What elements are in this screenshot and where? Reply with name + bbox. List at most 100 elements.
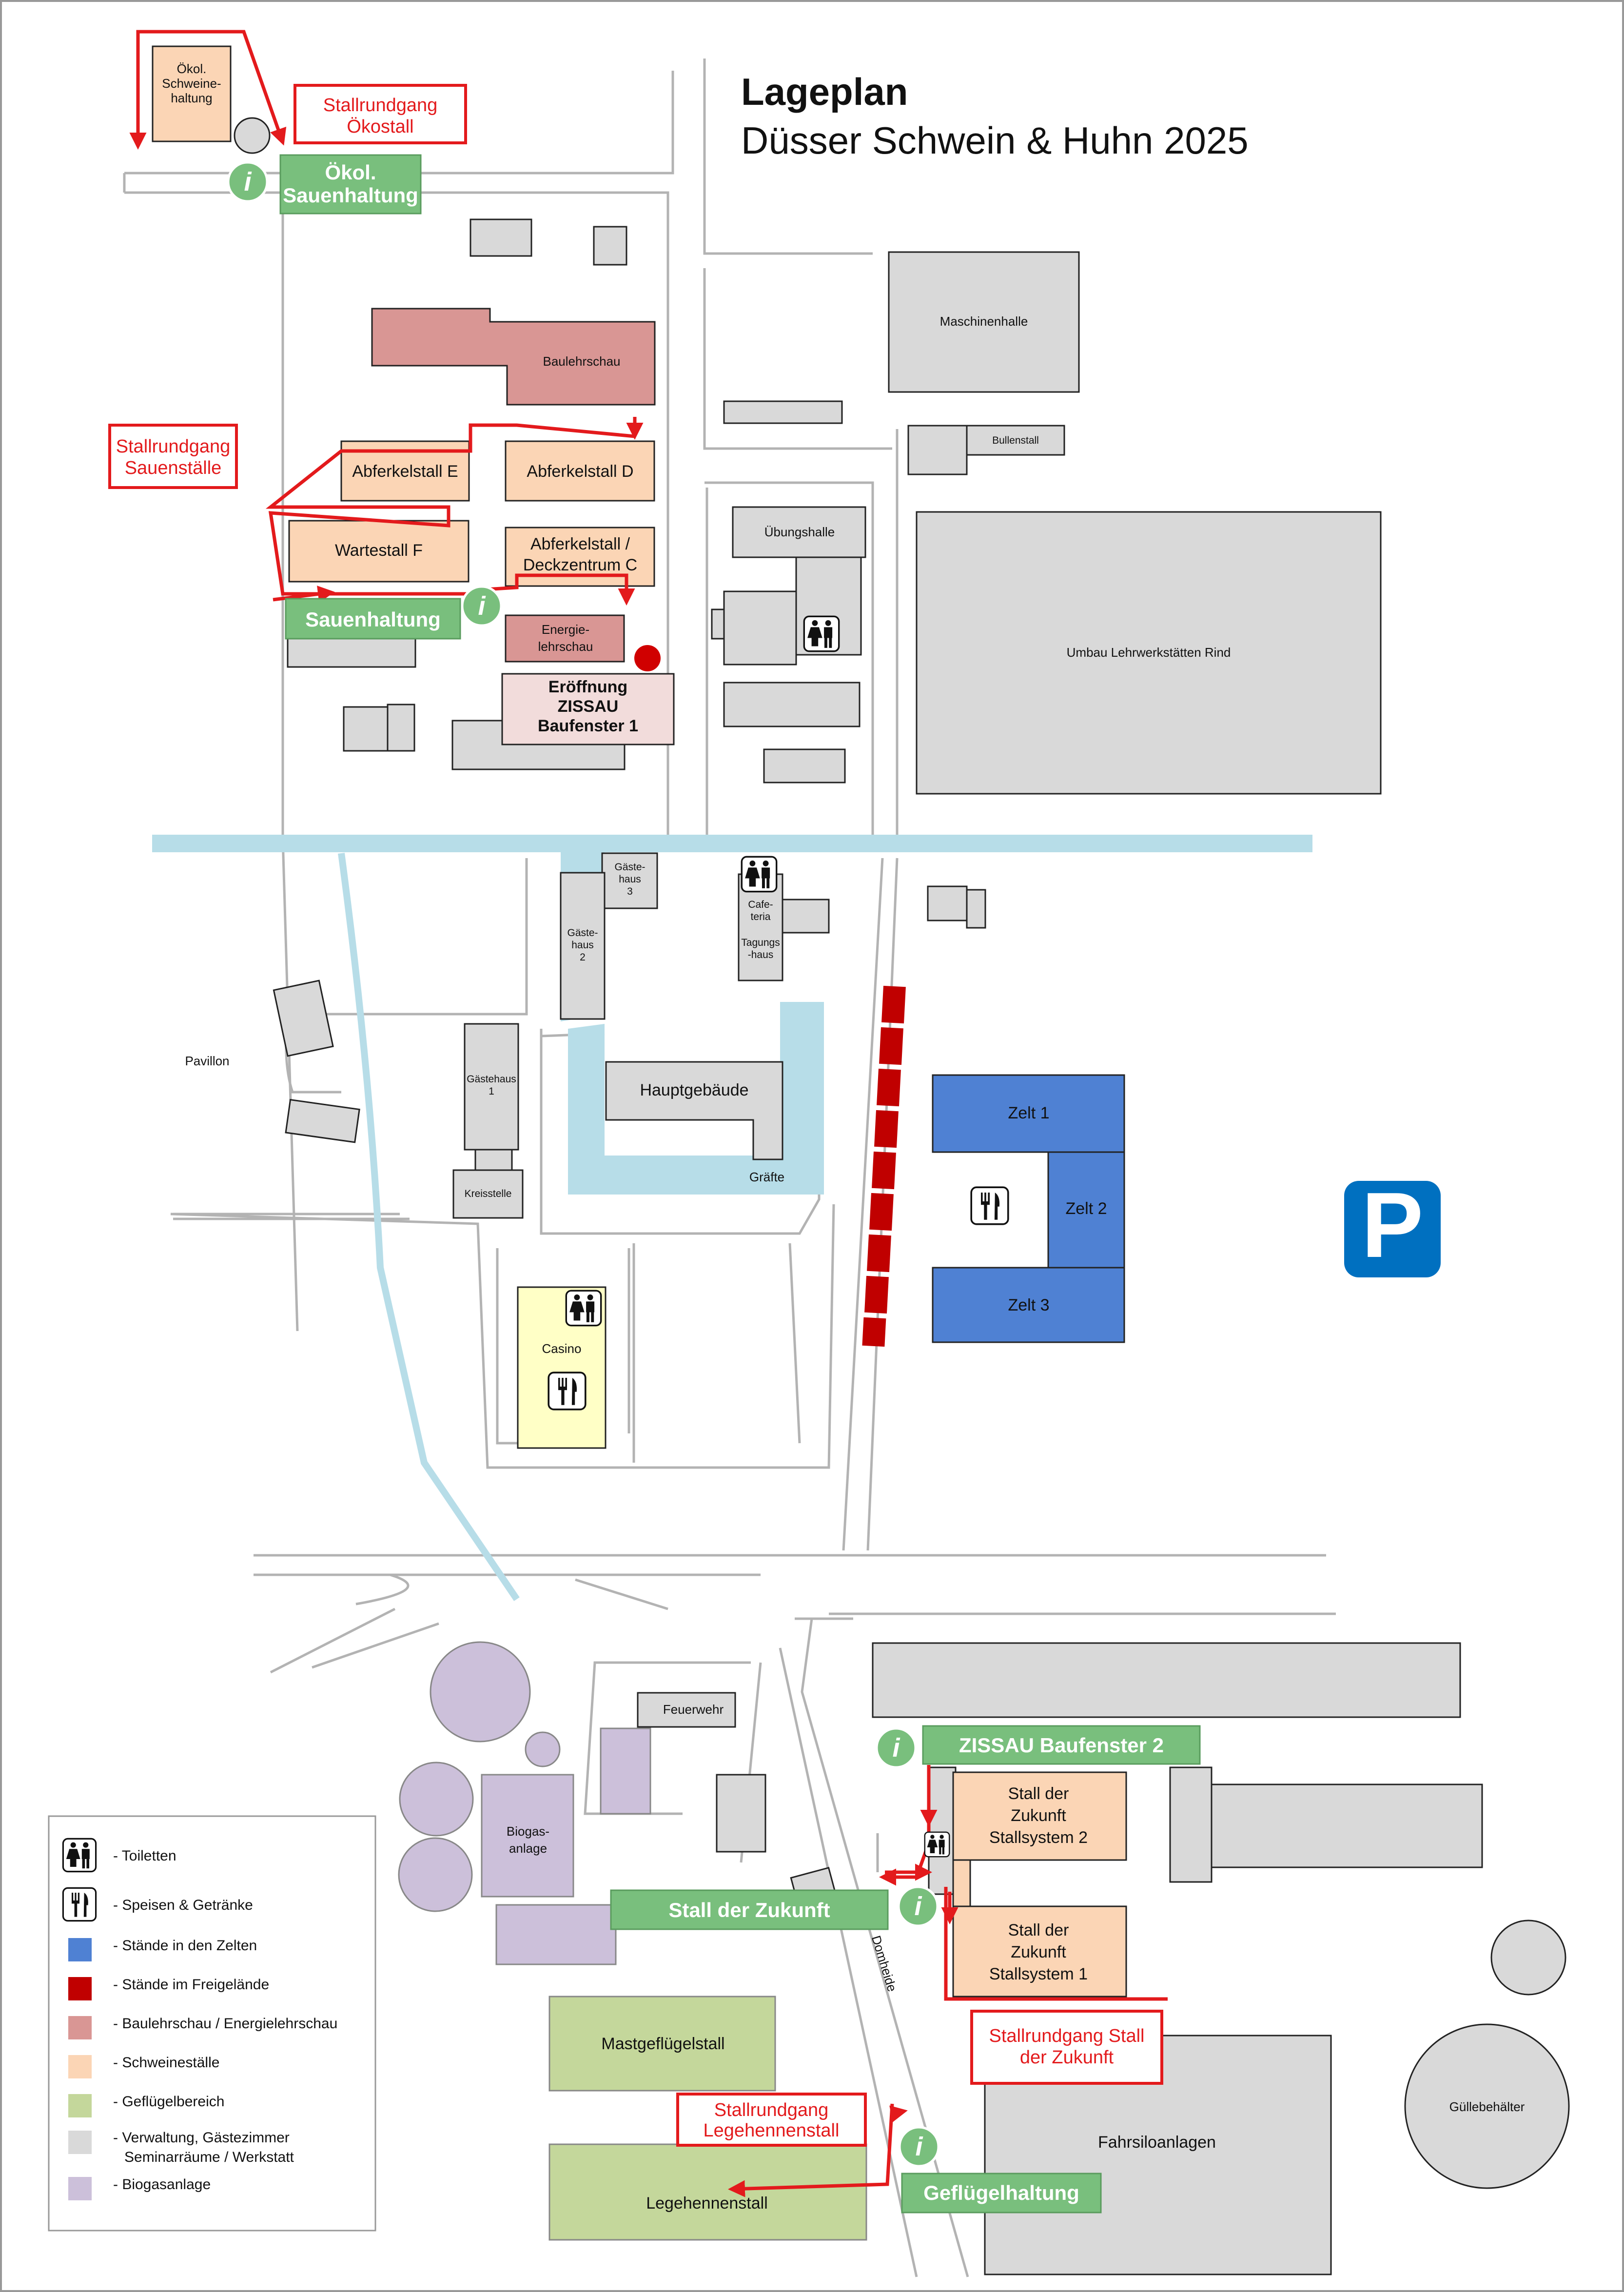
- label-guelle: Güllebehälter: [1449, 2099, 1525, 2114]
- legend-swatch-2: [68, 1938, 92, 1961]
- label-bullenstall: Bullenstall: [992, 435, 1039, 446]
- legend-swatch-6: [68, 2094, 92, 2117]
- label-street-domheide: Domheide: [869, 1934, 900, 1993]
- svg-text:i: i: [892, 1733, 900, 1763]
- label-abferkelstall-c-2: Deckzentrum C: [523, 556, 637, 574]
- tour-lege-1: Stallrundgang: [714, 2100, 829, 2120]
- label-oekol-schweine-1: Ökol.: [177, 61, 207, 76]
- legend-label-0: - Toiletten: [113, 1848, 176, 1864]
- tour-routes: [129, 30, 1168, 2197]
- info-icon[interactable]: i: [227, 161, 269, 203]
- open-air-stands: [862, 985, 906, 1347]
- label-biogas-2: anlage: [509, 1841, 547, 1856]
- label-pavillon: Pavillon: [185, 1054, 229, 1068]
- tour-sauen-1: Stallrundgang: [116, 436, 231, 457]
- parking-icon: P: [1344, 1174, 1441, 1277]
- label-gaestehaus3-3: 3: [627, 886, 633, 897]
- poultry-area: [548, 1996, 867, 2241]
- tents: [932, 1074, 1125, 1343]
- label-biogas-1: Biogas-: [507, 1824, 549, 1839]
- label-casino: Casino: [542, 1341, 582, 1356]
- parking-letter: P: [1362, 1174, 1424, 1277]
- label-fahrsilo: Fahrsiloanlagen: [1098, 2133, 1216, 2152]
- label-uebungshalle: Übungshalle: [764, 525, 835, 539]
- biogas-plant: [398, 1641, 651, 1965]
- area-oekol-1: Ökol.: [325, 161, 376, 184]
- legend-label-6: - Geflügelbereich: [113, 2094, 224, 2110]
- toilet-icon: [803, 615, 840, 652]
- label-cafeteria-2: teria: [751, 911, 771, 922]
- tour-lege-2: Legehennenstall: [704, 2120, 840, 2141]
- label-eroeffnung-2: ZISSAU: [558, 697, 619, 716]
- label-tagungshaus-2: -haus: [748, 949, 774, 960]
- legend-label-5: - Schweineställe: [113, 2055, 219, 2071]
- legend-swatch-8: [68, 2177, 92, 2200]
- tour-oekostall-1: Stallrundgang: [323, 95, 438, 116]
- area-sauenhaltung: Sauenhaltung: [285, 598, 461, 640]
- opening-marker-icon: [634, 645, 661, 671]
- legend-toilet-icon: [62, 1838, 97, 1873]
- label-graefte: Gräfte: [749, 1170, 784, 1184]
- info-icon[interactable]: i: [898, 2126, 940, 2168]
- label-gaestehaus2-3: 2: [580, 952, 586, 963]
- label-gaestehaus1-1: Gästehaus: [467, 1074, 516, 1085]
- label-energie-2: lehrschau: [538, 639, 593, 654]
- area-sauenhaltung-label: Sauenhaltung: [305, 608, 441, 631]
- map-subtitle: Düsser Schwein & Huhn 2025: [741, 119, 1249, 162]
- toilet-icon: [565, 1290, 602, 1327]
- tour-legehennen: Stallrundgang Legehennenstall: [676, 2093, 867, 2147]
- legend-swatch-3: [68, 1977, 92, 2000]
- info-icon[interactable]: i: [461, 585, 503, 627]
- toilet-icon: [741, 856, 778, 893]
- label-feuerwehr: Feuerwehr: [663, 1702, 724, 1717]
- label-gaestehaus3-2: haus: [619, 874, 641, 885]
- tour-zukunft: Stallrundgang Stall der Zukunft: [970, 2010, 1163, 2085]
- label-baulehrschau: Baulehrschau: [543, 354, 621, 369]
- info-icon[interactable]: i: [875, 1727, 917, 1769]
- label-zelt3: Zelt 3: [1008, 1296, 1049, 1314]
- label-legehennen: Legehennenstall: [646, 2194, 768, 2213]
- area-gefluegel: Geflügelhaltung: [901, 2173, 1102, 2214]
- label-wartestall-f: Wartestall F: [335, 541, 423, 560]
- legend-label-8: - Biogasanlage: [113, 2176, 211, 2193]
- label-gaestehaus1-2: 1: [489, 1086, 494, 1097]
- area-zissau2: ZISSAU Baufenster 2: [922, 1725, 1201, 1765]
- legend-label-7: - Verwaltung, Gästezimmer: [113, 2130, 290, 2146]
- area-stall-zukunft-label: Stall der Zukunft: [668, 1899, 830, 1921]
- legend-label-4: - Baulehrschau / Energielehrschau: [113, 2016, 337, 2032]
- label-abferkelstall-d: Abferkelstall D: [527, 462, 633, 481]
- label-hauptgebaeude: Hauptgebäude: [640, 1081, 748, 1099]
- label-oekol-schweine-3: haltung: [171, 91, 212, 105]
- label-tagungshaus-1: Tagungs: [741, 937, 780, 948]
- toilet-icon: [924, 1831, 950, 1858]
- exhibition-buildings: [371, 308, 675, 745]
- svg-text:i: i: [914, 1892, 922, 1921]
- legend: - Toiletten - Speisen & Getränke - Ständ…: [48, 1815, 376, 2232]
- label-maschinenhalle: Maschinenhalle: [940, 314, 1028, 329]
- label-abferkelstall-e: Abferkelstall E: [352, 462, 458, 481]
- svg-text:i: i: [244, 167, 252, 196]
- legend-label-2: - Stände in den Zelten: [113, 1938, 257, 1954]
- label-oekol-schweine-2: Schweine-: [162, 76, 221, 91]
- area-stall-zukunft: Stall der Zukunft: [610, 1889, 889, 1930]
- label-umbau: Umbau Lehrwerkstätten Rind: [1067, 645, 1231, 660]
- tour-sauen-2: Sauenställe: [125, 458, 222, 478]
- label-stall-sys2-1: Stall der: [1008, 1784, 1069, 1803]
- label-zelt1: Zelt 1: [1008, 1104, 1049, 1122]
- info-icon[interactable]: i: [897, 1885, 939, 1927]
- road-network: [123, 59, 1336, 2277]
- label-cafeteria-1: Cafe-: [748, 899, 773, 910]
- label-eroeffnung-3: Baufenster 1: [538, 717, 638, 735]
- label-abferkelstall-c-1: Abferkelstall /: [530, 535, 630, 553]
- label-kreisstelle: Kreisstelle: [465, 1188, 512, 1199]
- label-stall-sys2-3: Stallsystem 2: [989, 1828, 1088, 1847]
- food-icon: [548, 1371, 587, 1410]
- label-gaestehaus3-1: Gäste-: [614, 862, 645, 873]
- svg-text:i: i: [478, 591, 486, 621]
- legend-food-icon: [62, 1887, 97, 1922]
- area-oekol-2: Sauenhaltung: [283, 184, 418, 207]
- label-gaestehaus2-1: Gäste-: [567, 927, 598, 939]
- legend-swatch-4: [68, 2016, 92, 2039]
